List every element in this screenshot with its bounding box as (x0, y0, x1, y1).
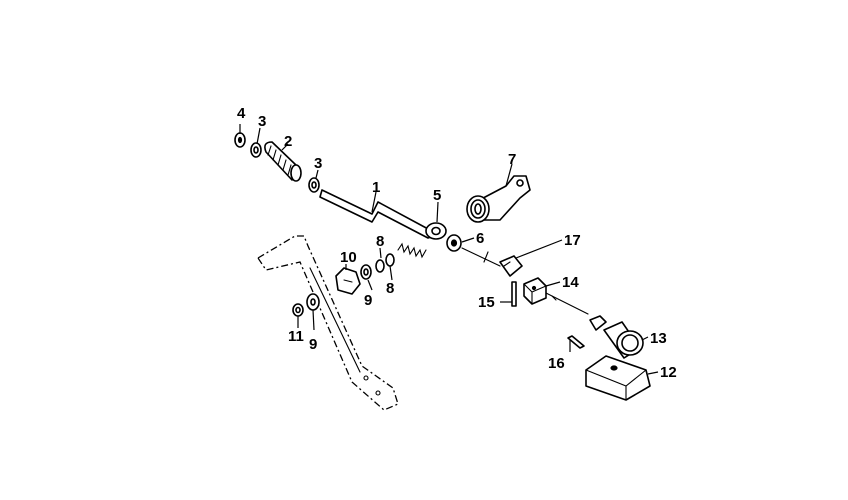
part-16-pin (567, 335, 585, 349)
callout-8-lower: 8 (386, 280, 394, 297)
callout-2: 2 (284, 133, 292, 150)
part-14-block (523, 277, 547, 305)
callout-13: 13 (650, 330, 667, 347)
callout-7: 7 (508, 151, 516, 168)
callout-15: 15 (478, 294, 495, 311)
frame-bracket (257, 235, 399, 411)
callout-5: 5 (433, 187, 441, 204)
shaft-spring (397, 242, 427, 259)
callout-14: 14 (562, 274, 579, 291)
part-17-clip (499, 255, 523, 277)
callout-1: 1 (372, 179, 380, 196)
part-2-grip (264, 141, 302, 182)
leader-lines (239, 124, 659, 375)
callout-3-right: 3 (314, 155, 322, 172)
part-9-washer-upper (360, 264, 372, 280)
part-9-washer-lower (306, 293, 320, 311)
part-5-hub (425, 222, 447, 240)
part-15-pin (511, 281, 517, 307)
part-10-cam (335, 267, 361, 295)
callout-9-upper: 9 (364, 292, 372, 309)
callout-4: 4 (237, 105, 246, 122)
callout-6: 6 (476, 230, 484, 247)
callout-11: 11 (288, 328, 304, 345)
part-1-shaft (319, 189, 435, 239)
part-6-washer (446, 234, 462, 252)
part-13-cylinder (589, 315, 644, 359)
part-8-nut-left (375, 259, 385, 273)
callout-17: 17 (564, 232, 581, 249)
part-8-nut-right (385, 253, 395, 267)
callout-3-left: 3 (258, 113, 266, 130)
callout-labels: 4 3 2 3 1 5 7 6 17 14 15 13 12 16 10 8 9… (237, 105, 677, 381)
part-11-nut (292, 303, 304, 317)
control-rod (461, 247, 589, 315)
part-3-washer-left (250, 142, 262, 158)
callout-8-upper: 8 (376, 233, 384, 250)
callout-12: 12 (660, 364, 677, 381)
callout-9-lower: 9 (309, 336, 317, 353)
part-7-sleeve (466, 175, 531, 223)
part-4-washer (234, 132, 246, 148)
callout-16: 16 (548, 355, 565, 372)
part-12-base (585, 355, 651, 401)
callout-10: 10 (340, 249, 357, 266)
part-3-washer-right (308, 177, 320, 193)
